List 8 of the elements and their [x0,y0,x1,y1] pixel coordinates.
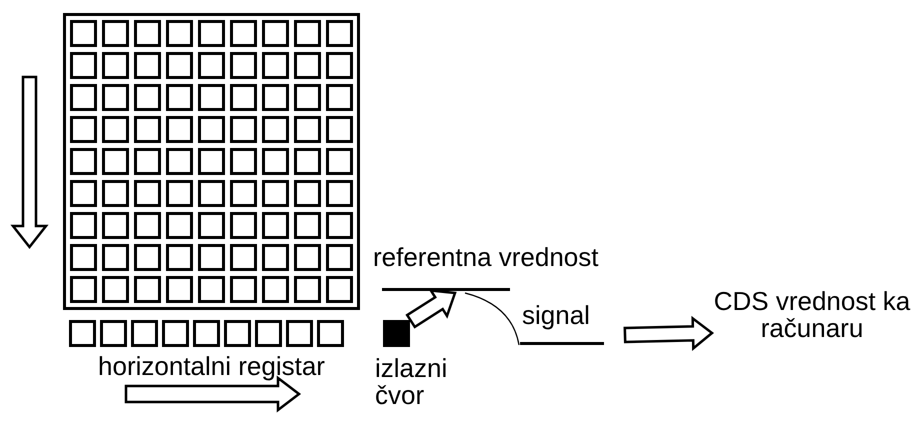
output-node-label: izlazni čvor [375,355,445,410]
curved-line [464,292,520,346]
hollow-arrow [624,316,714,352]
hollow-arrow [405,289,457,329]
reference-label: referentna vrednost [373,244,600,272]
output-label: CDS vrednost ka računaru [712,288,912,343]
signal-label: signal [522,302,591,330]
register-label: horizontalni registar [97,353,326,380]
